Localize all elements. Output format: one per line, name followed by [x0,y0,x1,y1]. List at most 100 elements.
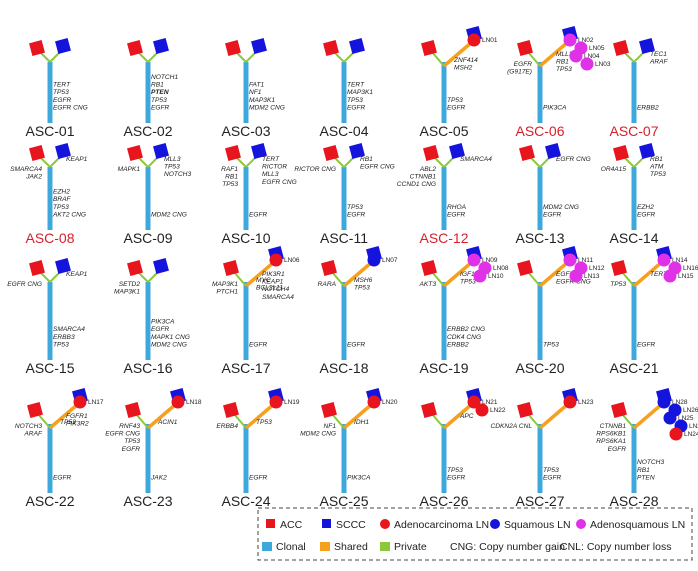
trunk-gene-label: ERBB3 [53,334,75,341]
acc-square [613,145,629,161]
left-branch-gene-label: JAK2 [25,174,42,181]
left-branch-gene-label: RICTOR CNG [294,166,336,173]
lymph-node-circle [269,395,283,409]
case-caption: ASC-28 [609,493,658,509]
case-caption: ASC-26 [419,493,468,509]
acc-square [27,402,43,418]
trunk-gene-label: PIK3CA [543,104,567,111]
private-branch [137,156,149,168]
shared-branch-gene-label: MSH2 [454,65,473,72]
legend-swatch [490,519,500,529]
lymph-node-circle [171,395,185,409]
case-caption: ASC-13 [515,230,564,246]
trunk-gene-label: RB1 [151,82,164,89]
case-caption: ASC-20 [515,360,564,376]
trunk-gene-label: TP53 [543,341,559,348]
left-branch-gene-label: RAF1 [221,166,238,173]
acc-square [613,40,629,56]
case-caption: ASC-07 [609,123,658,139]
case-caption: ASC-06 [515,123,564,139]
lymph-node-circle [663,411,677,425]
private-branch [37,413,51,429]
legend-swatch [380,519,390,529]
lymph-node-circle [467,33,481,47]
right-branch-gene-label: RICTOR [262,164,287,171]
acc-square [223,402,239,418]
legend-swatch [266,519,275,528]
right-branch-gene-label: EGFR CNG [556,279,591,286]
trunk-gene-label: ERBB2 CNG [447,326,485,333]
trunk-gene-label: NF1 [249,89,262,96]
lymph-node-label: LN17 [88,399,104,406]
legend-box [257,507,693,561]
trunk-gene-label: TP53 [53,204,69,211]
lymph-node-label: LN10 [488,273,504,280]
trunk-gene-label: EGFR [151,326,170,333]
right-branch-gene-label: ATM [649,164,664,171]
trunk-gene-label: EGFR [637,211,656,218]
case-caption: ASC-10 [221,230,270,246]
acc-square [421,260,437,276]
left-branch-gene-label: EGFR [608,446,627,453]
trunk-gene-label: EGFR [447,104,466,111]
right-branch-gene-label: SMARCA4 [460,156,492,163]
right-branch-gene-label: PIK3R1 [262,271,285,278]
left-branch-gene-label: ERBB4 [216,423,238,430]
lymph-node-label: LN08 [493,265,509,272]
lymph-node-label: LN02 [578,37,594,44]
trunk-gene-label: TP53 [347,204,363,211]
right-branch-gene-label: RB1 [556,59,569,66]
lymph-node-label: LN23 [578,399,594,406]
trunk-gene-label: AKT2 CNG [52,211,86,218]
private-branch [39,51,51,63]
shared-branch [538,260,570,288]
case-caption: ASC-04 [319,123,368,139]
left-branch-gene-label: MAPK1 [118,166,141,173]
trunk-gene-label: EGFR [249,341,268,348]
private-branch [529,156,541,168]
lymph-node-label: LN26 [683,407,698,414]
trunk-gene-label: MAP3K1 [249,97,275,104]
left-branch-gene-label: RARA [318,281,337,288]
lymph-node-circle [367,395,381,409]
trunk-gene-label: EGFR [53,474,72,481]
right-branch-gene-label: IGF1R [460,271,480,278]
acc-square [423,145,439,161]
private-branch [235,156,247,168]
left-branch-gene-label: RPS6KA1 [596,438,626,445]
lymph-node-circle [580,57,594,71]
legend-label: Private [394,541,427,553]
legend-label: CNL: Copy number loss [560,541,671,553]
private-branch [39,271,51,283]
case-caption: ASC-02 [123,123,172,139]
trunk-gene-label: SMARCA4 [53,326,85,333]
trunk-gene-label: EGFR [53,97,72,104]
shared-branch [146,402,178,430]
right-branch-gene-label: EGFR CNG [556,156,591,163]
acc-square [611,402,627,418]
right-branch-gene-label: EGFR CNG [360,164,395,171]
right-branch-gene-label: TP53 [650,171,666,178]
left-branch-gene-label: SETD2 [119,281,141,288]
lymph-node-circle [563,395,577,409]
acc-square [323,40,339,56]
case-caption: ASC-15 [25,360,74,376]
lymph-node-circle [657,253,671,267]
shared-branch-gene-label: TP53 [60,419,76,426]
sccc-square [639,143,655,159]
right-branch-gene-label: TP53 [164,164,180,171]
right-branch-gene-label: FGFR1 [66,413,88,420]
trunk-gene-label: MDM2 CNG [543,204,579,211]
acc-square [323,145,339,161]
left-branch-gene-label: AKT3 [419,281,437,288]
case-caption: ASC-03 [221,123,270,139]
sccc-square [251,143,267,159]
shared-branch [632,402,664,430]
legend-label: CNG: Copy number gain [450,541,565,553]
lymph-node-label: LN20 [382,399,398,406]
lymph-node-label: LN28 [672,399,688,406]
private-branch [431,413,445,429]
shared-branch [244,402,276,430]
right-branch-gene-label: MLL3 [556,51,573,58]
trunk-gene-label: NOTCH3 [637,459,664,466]
